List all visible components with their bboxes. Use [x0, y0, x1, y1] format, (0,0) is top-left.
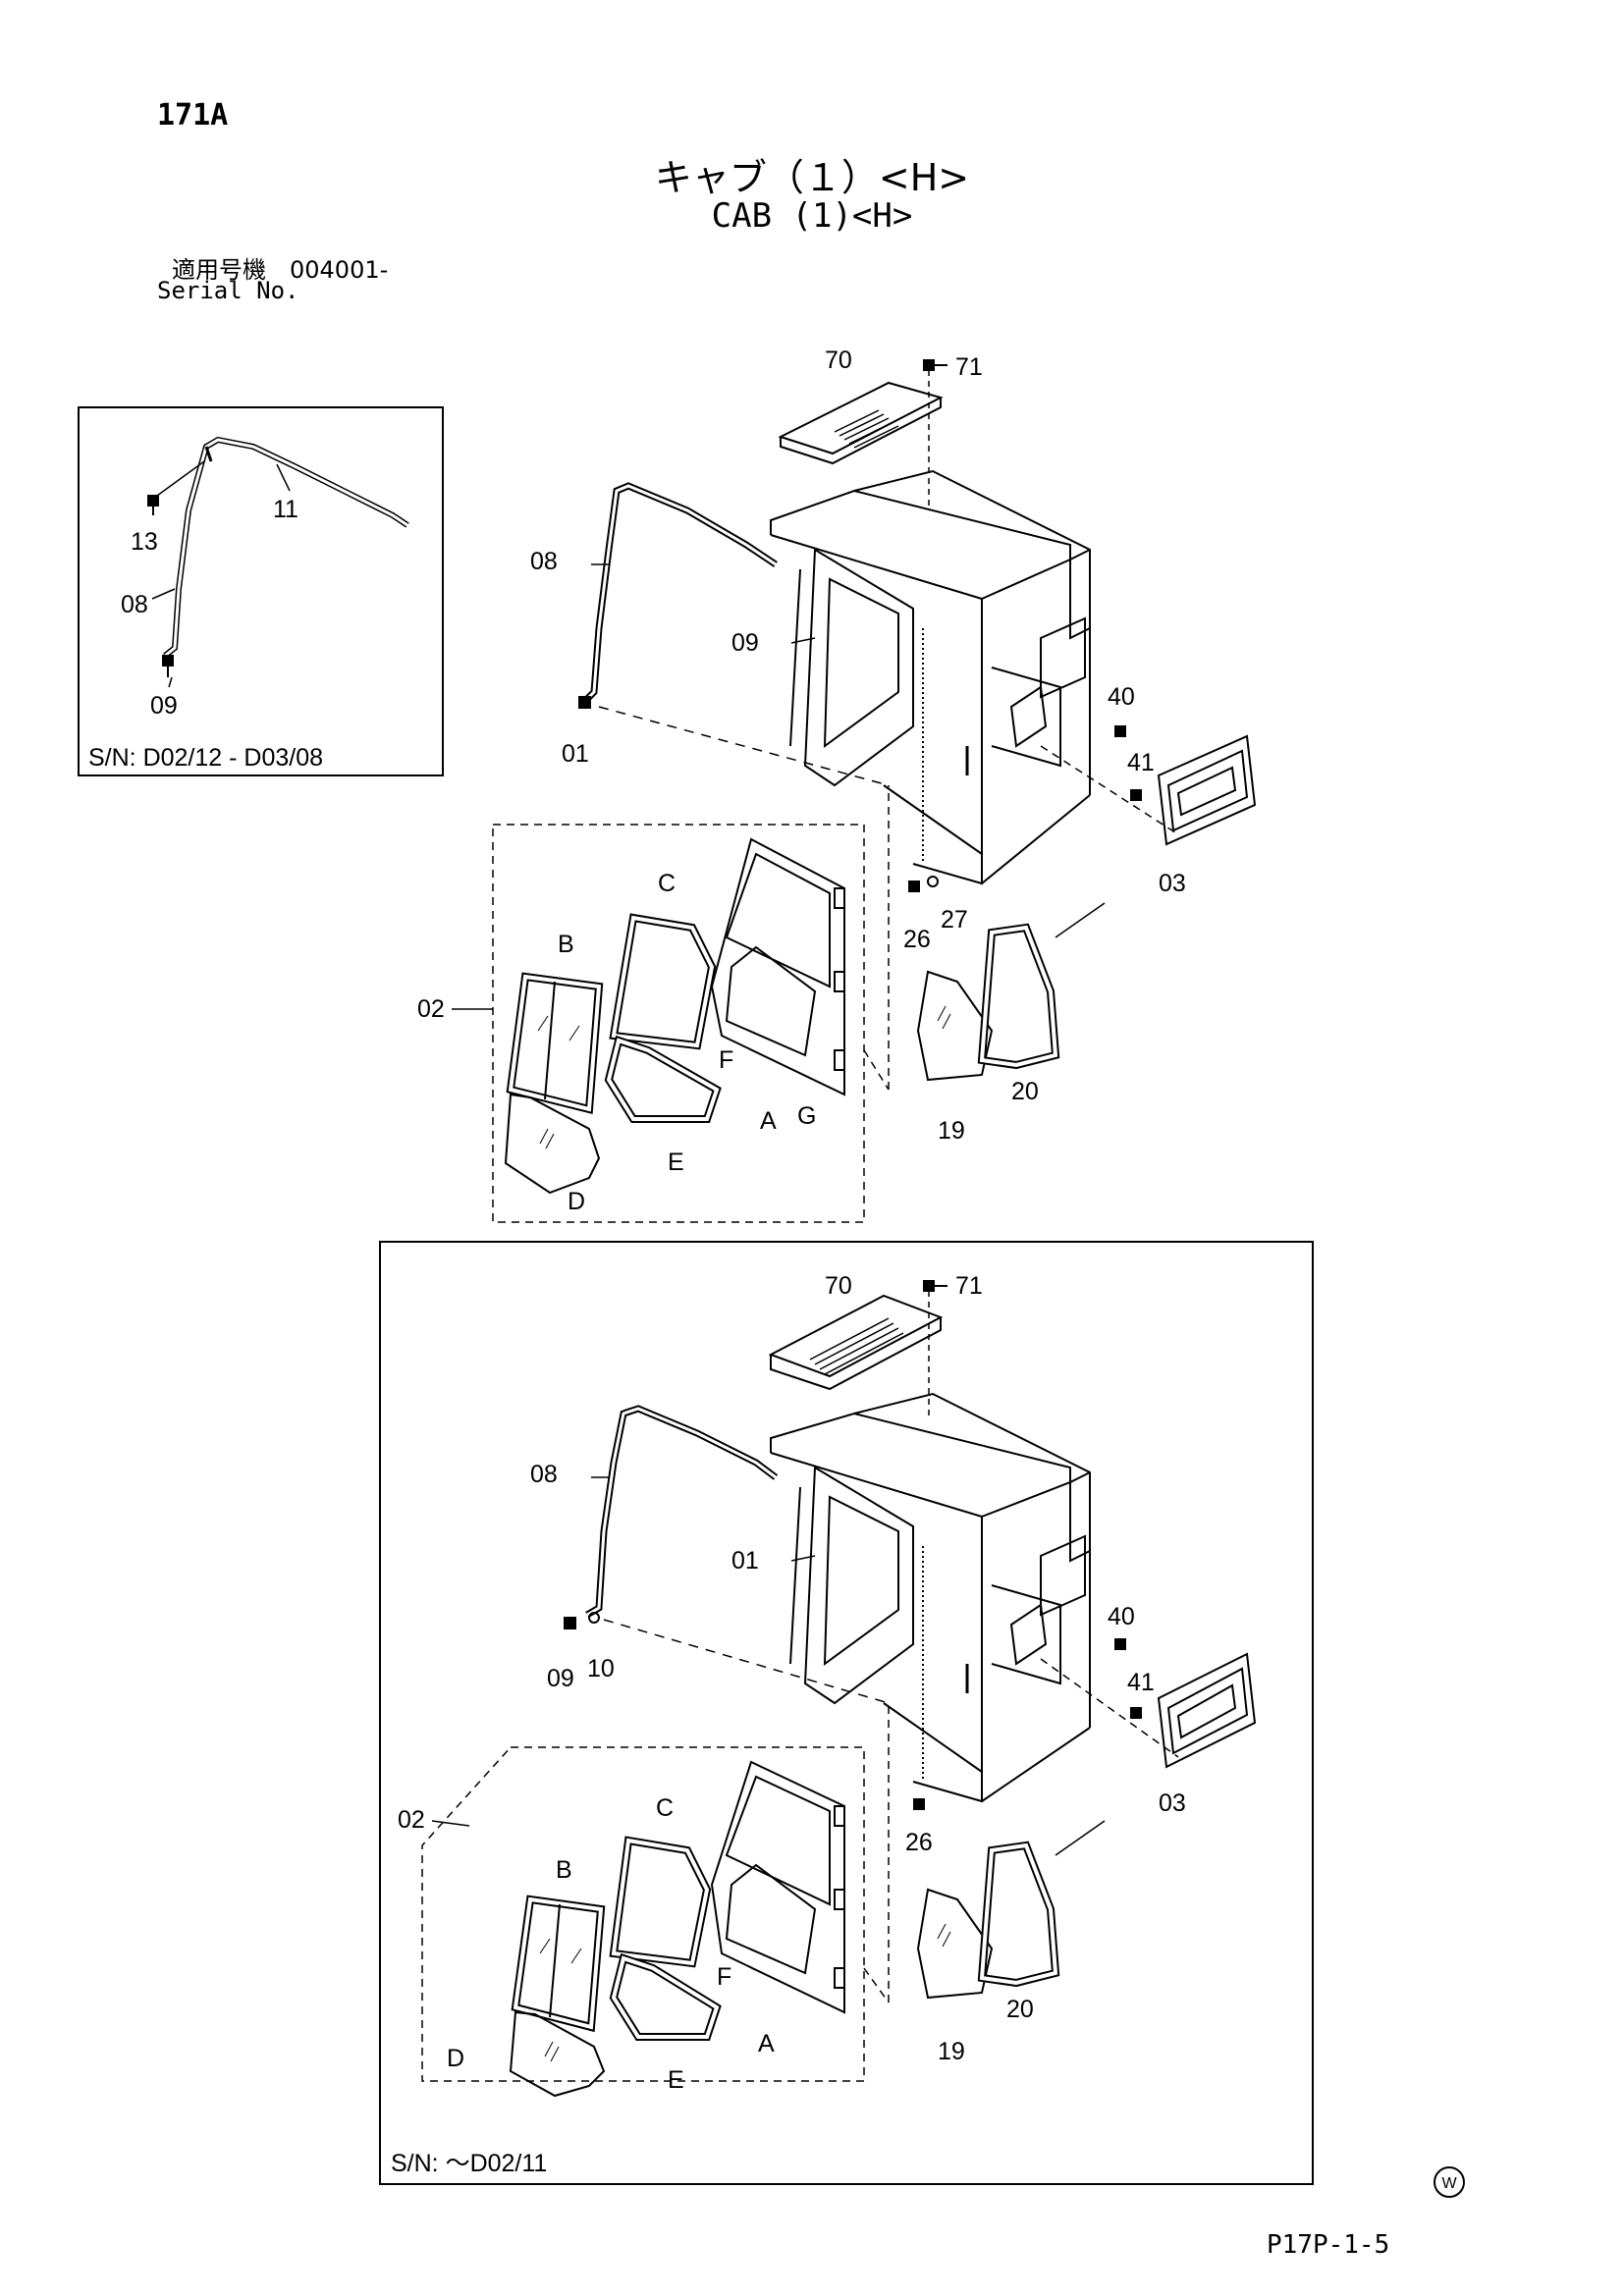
page-code: 171A	[157, 98, 229, 133]
inset-label-08: 08	[121, 591, 148, 618]
lower-label-A: A	[758, 2030, 775, 2057]
lower-label-71: 71	[955, 1272, 983, 1300]
hatch-03	[1157, 1652, 1257, 1769]
upper-label-08: 08	[530, 548, 558, 575]
lower-label-C: C	[656, 1794, 674, 1822]
upper-diagram: 70 71 08 01 09	[417, 347, 1257, 1223]
lower-label-70: 70	[825, 1272, 852, 1300]
cab-frame-01	[770, 469, 1091, 885]
lower-label-41: 41	[1127, 1669, 1155, 1696]
serial-label-japanese: 適用号機 004001-	[172, 256, 389, 284]
upper-label-40: 40	[1108, 683, 1135, 711]
lower-serial-range: S/N: ～D02/11	[391, 2150, 547, 2177]
bolt-71-icon	[923, 359, 947, 371]
watermark-w-icon: W	[1432, 2164, 1467, 2200]
title-japanese: キャブ（１）<H>	[654, 156, 970, 199]
upper-label-C: C	[658, 870, 676, 897]
lower-label-B: B	[556, 1856, 572, 1884]
lower-label-40: 40	[1108, 1603, 1135, 1630]
bolt-09-icon	[162, 655, 174, 677]
lower-label-01: 01	[731, 1547, 759, 1575]
lower-label-20: 20	[1006, 1996, 1034, 2023]
lower-label-D: D	[447, 2045, 464, 2072]
bolt-09-icon	[578, 696, 591, 709]
door-a	[710, 837, 845, 1096]
lower-label-19: 19	[938, 2038, 965, 2065]
inset-label-11: 11	[273, 496, 298, 523]
upper-label-70: 70	[825, 347, 852, 374]
upper-label-20: 20	[1011, 1078, 1039, 1105]
page-footer-code: P17P-1-5	[1267, 2230, 1390, 2260]
upper-label-F: F	[719, 1046, 733, 1074]
upper-label-41: 41	[1127, 749, 1155, 776]
lower-label-E: E	[668, 2066, 684, 2094]
hatch-03	[1157, 734, 1257, 846]
lower-label-09: 09	[547, 1665, 574, 1692]
upper-label-G: G	[797, 1102, 816, 1130]
roof-cover-70	[778, 381, 944, 465]
inset-serial-range: S/N: D02/12 - D03/08	[88, 744, 323, 772]
door-a	[710, 1760, 845, 2014]
lower-label-F: F	[717, 1963, 731, 1991]
upper-label-B: B	[558, 931, 574, 958]
upper-label-02: 02	[417, 995, 445, 1023]
lower-label-10: 10	[587, 1655, 615, 1682]
cab-frame-01	[770, 1392, 1091, 1803]
inset-panel: 11 13 08 09 S/N: D02/12 - D03/08	[78, 406, 444, 776]
upper-label-09: 01	[562, 740, 589, 768]
lower-label-02: 02	[398, 1806, 425, 1834]
lower-diagram: 70 71 08 09 10 01	[379, 1241, 1314, 2185]
bolt-13-icon	[147, 495, 159, 515]
bolt-71-icon	[923, 1280, 947, 1292]
upper-label-E: E	[668, 1148, 684, 1176]
inset-label-09: 09	[150, 692, 178, 720]
serial-label-english: Serial No.	[157, 277, 299, 304]
lower-label-08: 08	[530, 1461, 558, 1488]
upper-label-26: 26	[903, 926, 931, 953]
roof-cover-70	[768, 1294, 944, 1391]
title-english: CAB (1)<H>	[711, 196, 913, 236]
upper-label-19: 19	[938, 1117, 965, 1145]
lower-label-26: 26	[905, 1829, 933, 1856]
upper-label-27: 27	[941, 906, 968, 934]
upper-label-71: 71	[955, 353, 983, 381]
upper-label-A: A	[760, 1107, 777, 1135]
upper-label-01: 09	[731, 629, 759, 657]
upper-label-D: D	[568, 1188, 585, 1215]
inset-label-13: 13	[131, 528, 158, 556]
lower-label-03: 03	[1159, 1789, 1186, 1817]
upper-label-03: 03	[1159, 870, 1186, 897]
watermark-letter: W	[1441, 2175, 1457, 2192]
